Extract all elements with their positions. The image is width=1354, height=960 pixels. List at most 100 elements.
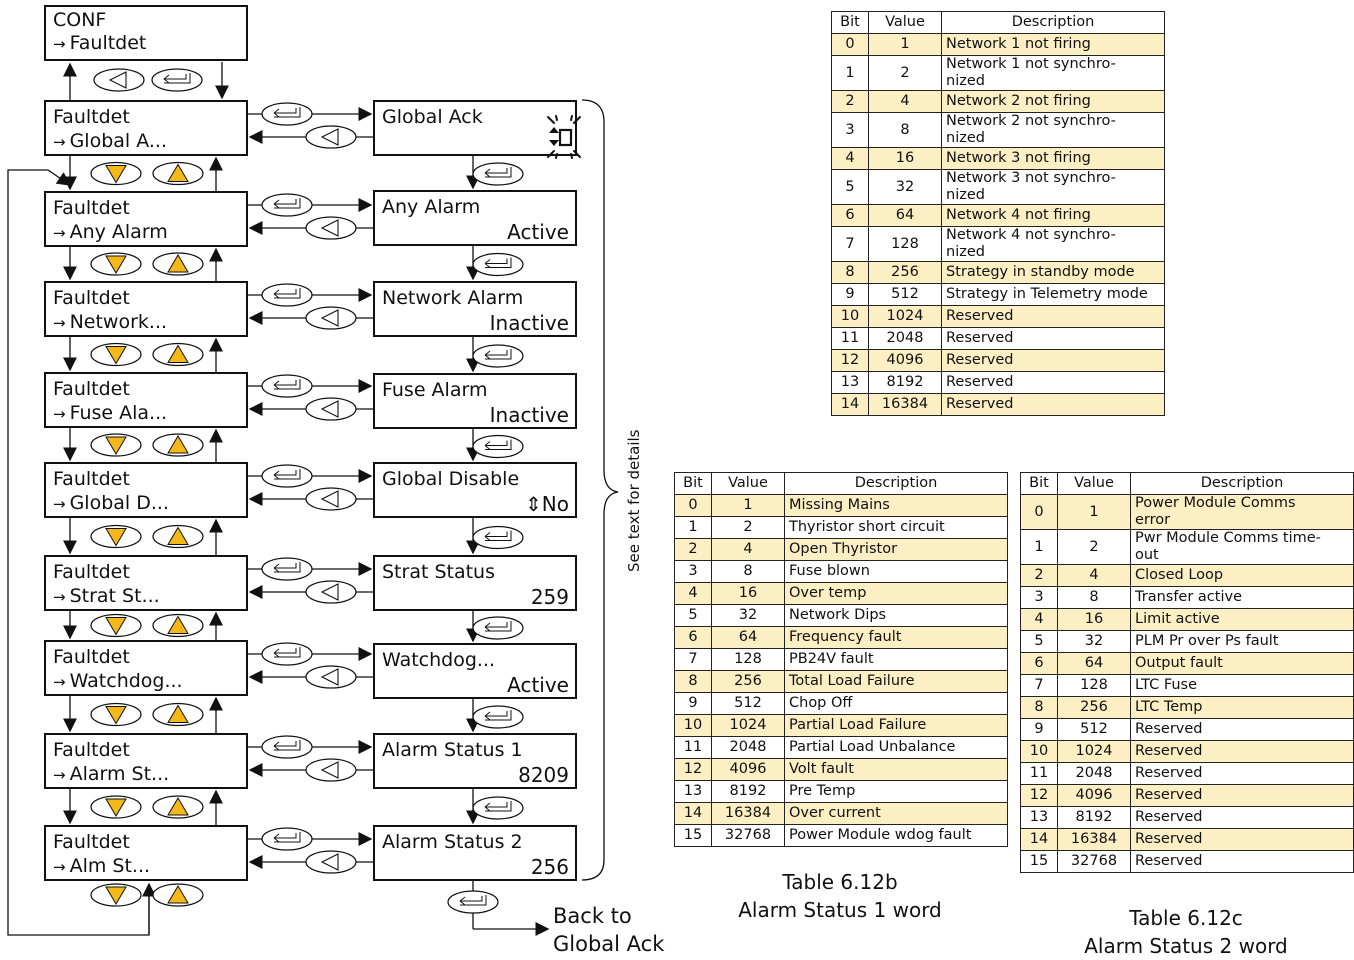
back-button[interactable] <box>93 68 145 92</box>
up-arrow-icon <box>167 163 189 182</box>
conf-menu-box[interactable]: CONF →Faultdet <box>44 5 248 61</box>
bit-cell: 14 <box>674 802 712 825</box>
enter-button[interactable] <box>261 464 313 488</box>
faultdet-menu-box[interactable]: Faultdet →Any Alarm <box>44 191 248 247</box>
enter-button[interactable] <box>472 162 524 186</box>
parameter-box[interactable]: Alarm Status 2 256 <box>373 825 577 881</box>
enter-button[interactable] <box>261 102 313 126</box>
faultdet-menu-box[interactable]: Faultdet →Fuse Ala... <box>44 372 248 428</box>
value-cell: 256 <box>1057 696 1131 719</box>
back-to-label: Back to Global Ack <box>553 904 665 956</box>
parameter-box[interactable]: Alarm Status 1 8209 <box>373 733 577 789</box>
parameter-box[interactable]: Fuse Alarm Inactive <box>373 373 577 429</box>
menu-title: Faultdet <box>53 831 130 853</box>
parameter-box[interactable]: Any Alarm Active <box>373 190 577 246</box>
enter-button[interactable] <box>472 616 524 640</box>
back-button[interactable] <box>305 850 357 874</box>
enter-button[interactable] <box>261 557 313 581</box>
parameter-box[interactable]: Network Alarm Inactive <box>373 281 577 337</box>
description-cell: PB24V fault <box>784 648 1008 671</box>
enter-button[interactable] <box>447 890 499 914</box>
enter-button[interactable] <box>261 642 313 666</box>
enter-icon <box>273 469 301 480</box>
parameter-box[interactable]: Global Disable ⇕No <box>373 462 577 518</box>
down-arrow-icon <box>105 528 127 547</box>
parameter-name: Network Alarm <box>382 287 524 309</box>
description-cell: Network 4 not synchro- nized <box>941 226 1165 262</box>
down-arrow-icon <box>105 706 127 725</box>
description-cell: Reserved <box>1130 828 1354 851</box>
enter-button[interactable] <box>472 252 524 277</box>
back-button[interactable] <box>305 397 357 421</box>
description-cell: Over temp <box>784 582 1008 605</box>
acknowledge-flash-icon <box>547 115 581 159</box>
value-cell: 2048 <box>711 736 785 759</box>
enter-icon <box>484 257 512 268</box>
value-cell: 1 <box>868 33 942 56</box>
faultdet-menu-box[interactable]: Faultdet →Global D... <box>44 462 248 518</box>
enter-button[interactable] <box>151 68 203 92</box>
enter-button[interactable] <box>261 193 313 217</box>
faultdet-menu-box[interactable]: Faultdet →Strat St... <box>44 555 248 611</box>
bit-cell: 9 <box>1020 718 1058 741</box>
faultdet-menu-box[interactable]: Faultdet →Network... <box>44 281 248 337</box>
faultdet-menu-box[interactable]: Faultdet →Watchdog... <box>44 640 248 696</box>
value-cell: 2048 <box>868 327 942 350</box>
enter-button[interactable] <box>472 525 524 550</box>
enter-button[interactable] <box>261 374 313 398</box>
back-button[interactable] <box>305 665 357 689</box>
description-cell: Reserved <box>941 327 1165 350</box>
back-button[interactable] <box>305 487 357 511</box>
menu-title: Faultdet <box>53 646 130 668</box>
back-button[interactable] <box>305 580 357 604</box>
parameter-box[interactable]: Strat Status 259 <box>373 555 577 611</box>
enter-button[interactable] <box>472 344 524 368</box>
group-brace <box>581 99 619 881</box>
down-arrow-icon <box>105 436 127 455</box>
value-cell: 1 <box>711 494 785 517</box>
enter-button[interactable] <box>472 705 524 729</box>
enter-button[interactable] <box>472 796 524 820</box>
down-arrow-icon <box>105 886 127 905</box>
column-header: Description <box>1130 472 1354 495</box>
enter-button[interactable] <box>261 735 313 759</box>
up-arrow-icon <box>167 435 189 454</box>
back-button[interactable] <box>305 758 357 782</box>
parameter-box[interactable]: Watchdog... Active <box>373 643 577 699</box>
description-cell: Strategy in standby mode <box>941 261 1165 284</box>
enter-button[interactable] <box>472 434 524 459</box>
value-cell: 32 <box>868 169 942 205</box>
faultdet-menu-box[interactable]: Faultdet →Global A... <box>44 100 248 156</box>
bit-cell: 11 <box>831 327 869 350</box>
faultdet-menu-box[interactable]: Faultdet →Alarm St... <box>44 733 248 789</box>
back-button[interactable] <box>305 306 357 330</box>
column-header: Description <box>784 472 1008 495</box>
enter-button[interactable] <box>261 827 313 851</box>
faultdet-menu-box[interactable]: Faultdet →Alm St... <box>44 825 248 881</box>
parameter-box[interactable]: Global Ack <box>373 100 577 156</box>
menu-title: Faultdet <box>53 561 130 583</box>
menu-title: Faultdet <box>53 739 130 761</box>
bit-cell: 8 <box>674 670 712 693</box>
menu-item: →Global D... <box>53 492 169 514</box>
back-button[interactable] <box>305 216 357 240</box>
back-button[interactable] <box>305 125 357 149</box>
value-cell: 64 <box>868 204 942 227</box>
value-cell: 512 <box>868 283 942 306</box>
value-cell: 8 <box>711 560 785 583</box>
enter-button[interactable] <box>261 283 313 307</box>
back-arrow-icon <box>320 668 339 686</box>
